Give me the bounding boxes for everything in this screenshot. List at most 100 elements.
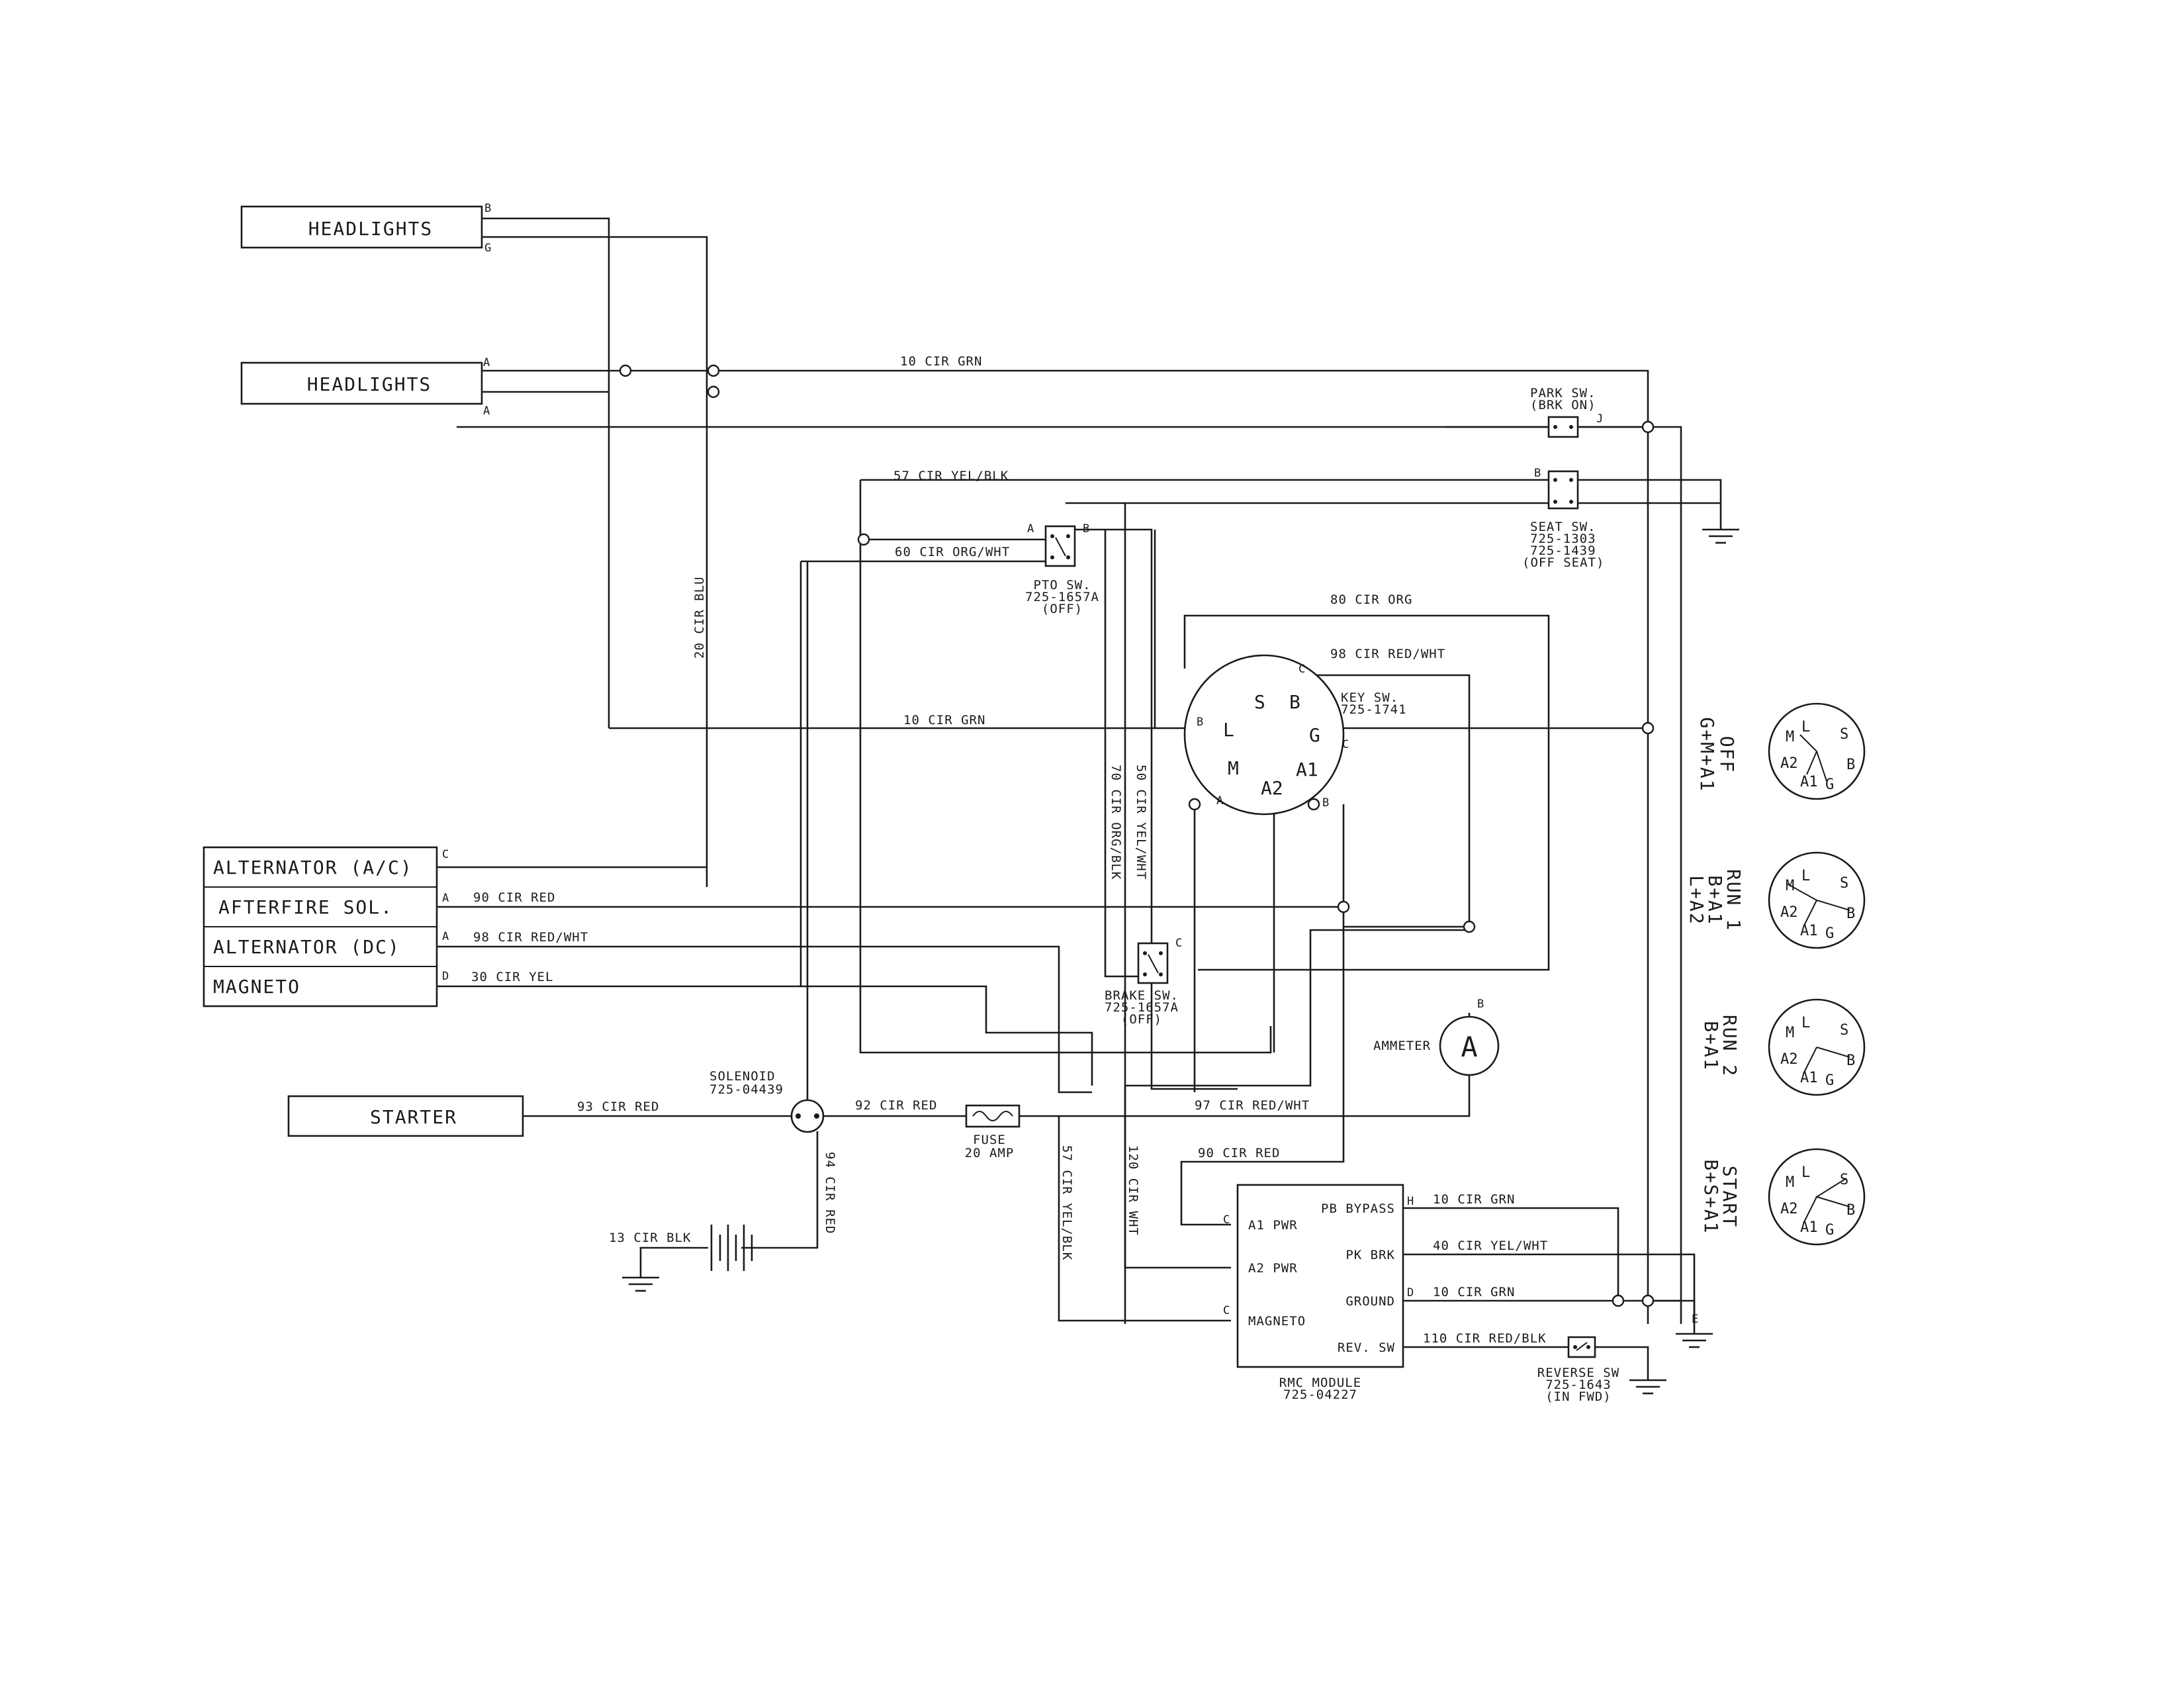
svg-text:A2: A2 [1780, 755, 1798, 772]
svg-text:A: A [483, 404, 490, 418]
svg-text:RUN 2: RUN 2 [1719, 1015, 1741, 1077]
svg-text:A2: A2 [1261, 777, 1283, 799]
svg-text:10 CIR GRN: 10 CIR GRN [900, 354, 982, 369]
alternator-block: ALTERNATOR (A/C) AFTERFIRE SOL. ALTERNAT… [203, 846, 449, 1008]
park-switch: PARK SW. (BRK ON) J [1530, 386, 1603, 438]
svg-text:STARTER: STARTER [370, 1106, 457, 1128]
svg-text:B: B [1322, 796, 1329, 810]
svg-text:A: A [442, 930, 449, 943]
svg-text:START: START [1719, 1166, 1741, 1228]
svg-text:L: L [1801, 1164, 1810, 1181]
svg-text:SEAT SW.: SEAT SW. [1530, 520, 1596, 534]
svg-text:A1: A1 [1800, 774, 1818, 790]
svg-text:OFF: OFF [1716, 736, 1738, 774]
svg-text:RMC MODULE: RMC MODULE [1279, 1376, 1361, 1390]
svg-text:J: J [1596, 412, 1603, 426]
svg-text:L: L [1801, 1015, 1810, 1031]
svg-text:70 CIR ORG/BLK: 70 CIR ORG/BLK [1109, 765, 1123, 880]
svg-text:725-1303: 725-1303 [1530, 532, 1596, 546]
svg-text:B: B [484, 202, 491, 215]
svg-text:L: L [1801, 868, 1810, 884]
svg-text:MAGNETO: MAGNETO [213, 976, 300, 998]
svg-text:C: C [442, 848, 449, 861]
svg-text:BRAKE SW.: BRAKE SW. [1105, 988, 1179, 1003]
svg-text:10 CIR GRN: 10 CIR GRN [903, 713, 985, 727]
wire-network [437, 217, 1722, 1380]
svg-text:A2: A2 [1780, 1201, 1798, 1217]
svg-text:PK BRK: PK BRK [1345, 1248, 1395, 1262]
svg-text:REV. SW: REV. SW [1338, 1340, 1395, 1355]
headlights-1: HEADLIGHTS B G [240, 202, 491, 255]
seat-switch: B SEAT SW. 725-1303 725-1439 (OFF SEAT) [1522, 467, 1604, 570]
svg-text:C: C [1342, 738, 1349, 751]
svg-text:725-04227: 725-04227 [1283, 1387, 1357, 1402]
junctions [619, 364, 1655, 1307]
svg-text:90 CIR RED: 90 CIR RED [1198, 1146, 1280, 1160]
svg-text:B: B [1083, 522, 1089, 536]
svg-text:G: G [1825, 776, 1834, 793]
svg-text:97 CIR RED/WHT: 97 CIR RED/WHT [1195, 1098, 1310, 1113]
svg-text:94 CIR RED: 94 CIR RED [823, 1152, 837, 1234]
svg-text:(OFF SEAT): (OFF SEAT) [1522, 555, 1604, 570]
svg-text:725-1657A: 725-1657A [1105, 1000, 1179, 1015]
svg-text:90 CIR RED: 90 CIR RED [473, 890, 555, 905]
svg-text:H: H [1407, 1195, 1414, 1208]
svg-text:L: L [1223, 719, 1234, 741]
svg-text:G: G [1825, 1072, 1834, 1089]
svg-text:HEADLIGHTS: HEADLIGHTS [308, 218, 433, 240]
svg-text:ALTERNATOR (A/C): ALTERNATOR (A/C) [213, 857, 413, 878]
ground-icon [1702, 510, 1739, 544]
svg-text:60 CIR ORG/WHT: 60 CIR ORG/WHT [895, 545, 1010, 559]
svg-text:B: B [1289, 691, 1300, 713]
solenoid: SOLENOID 725-04439 [709, 1069, 825, 1133]
svg-text:B: B [1477, 998, 1484, 1011]
svg-text:L+A2: L+A2 [1686, 875, 1707, 925]
svg-text:B+A1: B+A1 [1700, 1021, 1722, 1070]
svg-text:S: S [1840, 875, 1848, 892]
svg-text:725-1439: 725-1439 [1530, 543, 1596, 558]
svg-text:A1 PWR: A1 PWR [1248, 1218, 1298, 1233]
svg-text:L: L [1801, 719, 1810, 735]
svg-text:80 CIR ORG: 80 CIR ORG [1330, 592, 1412, 607]
svg-text:D: D [1407, 1286, 1414, 1299]
key-position-start: L M S B A2 A1 G START B+S+A1 [1700, 1148, 1866, 1246]
svg-text:AFTERFIRE SOL.: AFTERFIRE SOL. [218, 896, 393, 918]
svg-text:C: C [1298, 663, 1305, 676]
svg-text:B: B [1846, 757, 1855, 773]
svg-text:A: A [1461, 1031, 1477, 1063]
svg-text:50 CIR YEL/WHT: 50 CIR YEL/WHT [1134, 765, 1148, 880]
reverse-switch: REVERSE SW 725-1643 (IN FWD) [1537, 1336, 1619, 1404]
rmc-module: PB BYPASS PK BRK GROUND REV. SW A1 PWR A… [1223, 1184, 1414, 1402]
svg-text:A2 PWR: A2 PWR [1248, 1261, 1298, 1276]
key-position-run2: L M S B A2 A1 G RUN 2 B+A1 [1700, 998, 1866, 1096]
svg-text:B+S+A1: B+S+A1 [1700, 1159, 1722, 1234]
key-position-run1: L M S B A2 A1 G RUN 1 B+A1 L+A2 [1686, 851, 1866, 949]
svg-text:110 CIR RED/BLK: 110 CIR RED/BLK [1423, 1331, 1547, 1346]
fuse: FUSE 20 AMP [965, 1104, 1021, 1160]
ground-icon [1629, 1379, 1666, 1395]
svg-text:G: G [484, 242, 491, 255]
svg-text:PARK SW.: PARK SW. [1530, 386, 1596, 400]
svg-text:40 CIR YEL/WHT: 40 CIR YEL/WHT [1433, 1239, 1548, 1253]
svg-text:SOLENOID: SOLENOID [709, 1069, 776, 1084]
ground-icon [622, 1276, 659, 1292]
svg-text:(OFF): (OFF) [1042, 602, 1083, 616]
svg-text:(IN FWD): (IN FWD) [1545, 1389, 1612, 1404]
svg-text:10 CIR GRN: 10 CIR GRN [1433, 1285, 1515, 1299]
svg-text:A1: A1 [1800, 1070, 1818, 1086]
svg-text:PTO SW.: PTO SW. [1033, 578, 1091, 592]
svg-text:725-1741: 725-1741 [1341, 702, 1407, 717]
svg-text:B: B [1846, 906, 1855, 922]
svg-text:20 CIR BLU: 20 CIR BLU [692, 577, 707, 659]
ground-icon: E [1676, 1313, 1713, 1348]
svg-text:A1: A1 [1296, 759, 1318, 780]
svg-text:E: E [1692, 1313, 1698, 1326]
svg-text:MAGNETO: MAGNETO [1248, 1314, 1306, 1329]
svg-text:AMMETER: AMMETER [1373, 1039, 1431, 1053]
svg-text:B: B [1846, 1053, 1855, 1069]
battery-icon [710, 1225, 753, 1271]
svg-text:GROUND: GROUND [1345, 1294, 1395, 1309]
svg-text:S: S [1840, 1022, 1848, 1039]
svg-text:ALTERNATOR (DC): ALTERNATOR (DC) [213, 936, 400, 958]
pto-switch: A B PTO SW. 725-1657A (OFF) [1025, 522, 1099, 616]
